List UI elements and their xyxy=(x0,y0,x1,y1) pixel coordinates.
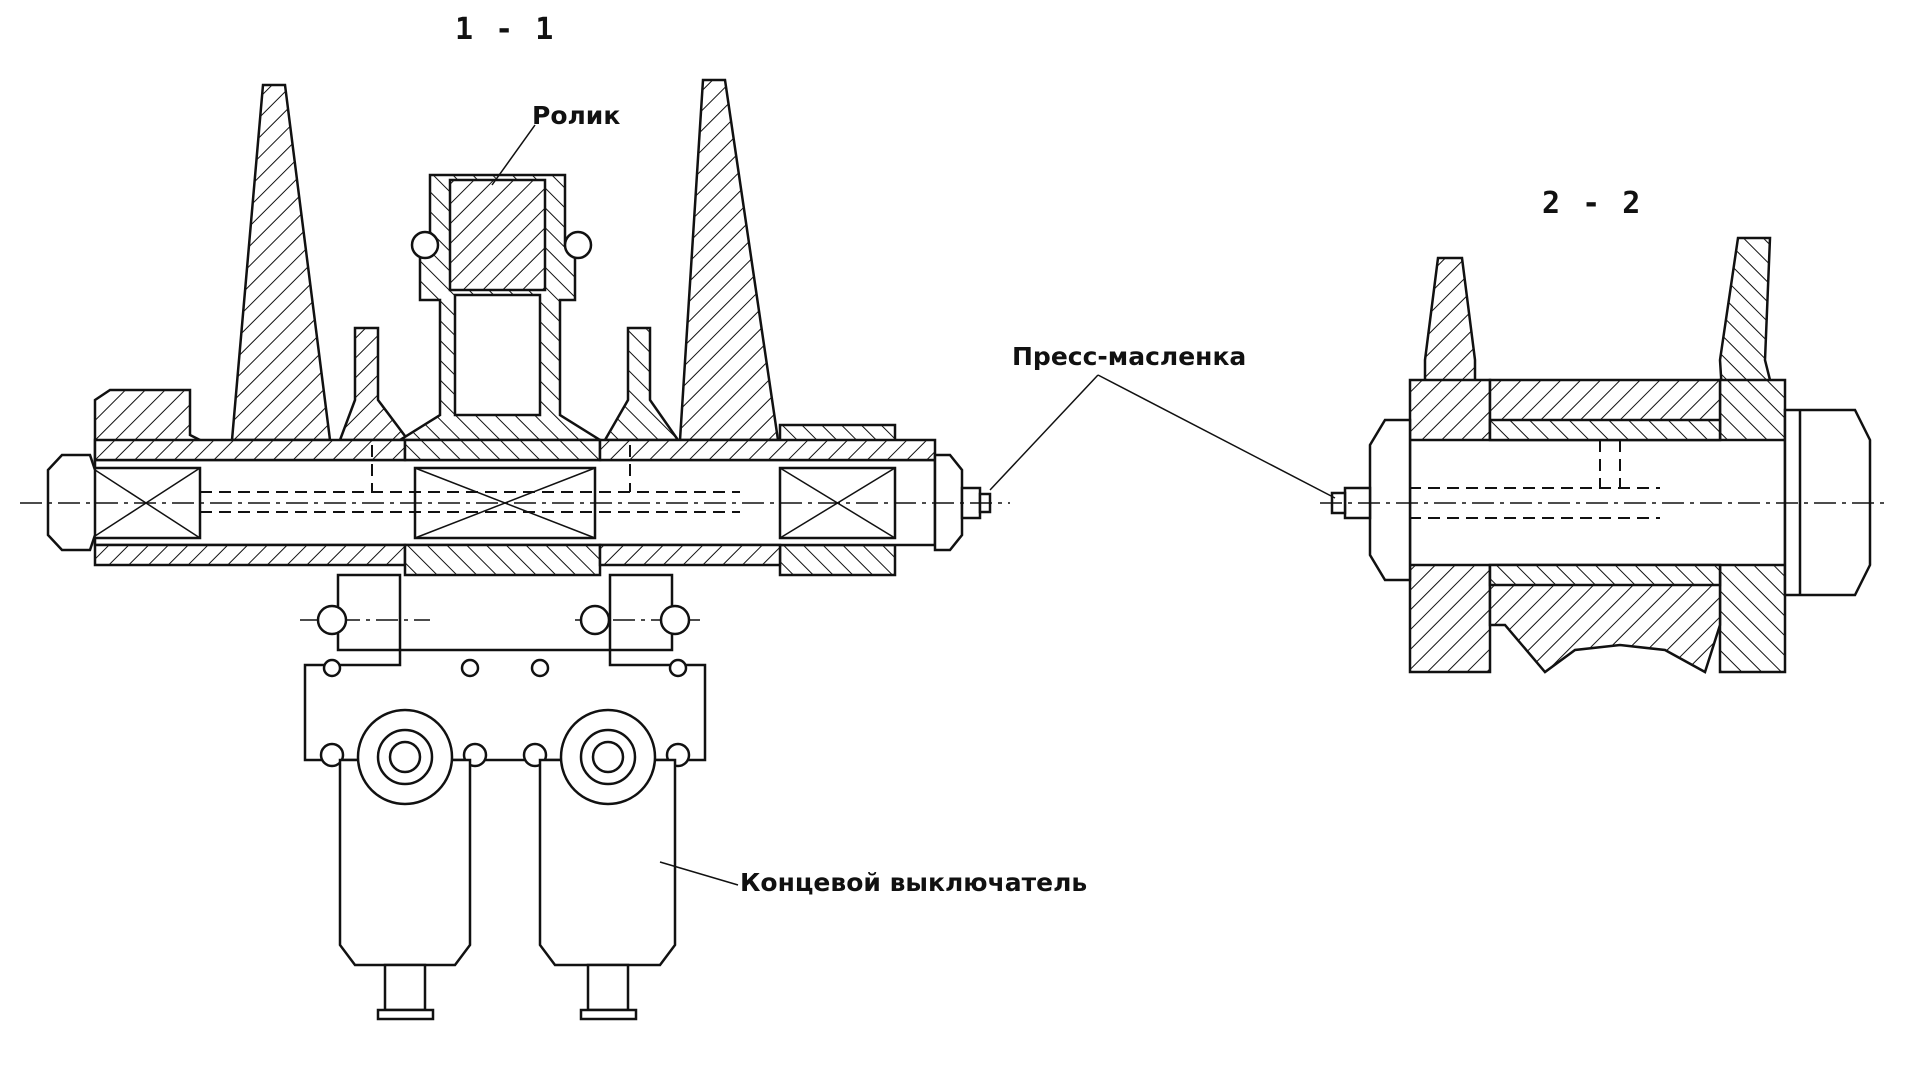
section-1-1 xyxy=(20,78,1010,1021)
lower-bracket-right-ear xyxy=(608,573,674,652)
shaft-sleeve-left-bottom xyxy=(93,543,407,567)
section-2-2 xyxy=(1320,236,1885,674)
left-small-plate xyxy=(338,326,411,442)
shaft-sleeve-right-bottom xyxy=(598,543,782,567)
bracket-bolt-right xyxy=(659,604,691,636)
shaft-sleeve-left xyxy=(93,438,407,462)
roller-bolt-right xyxy=(563,230,593,260)
limit-switch-right xyxy=(538,708,677,1021)
grease-nipple-leader-2 xyxy=(1097,374,1336,499)
bracket-bolt-left xyxy=(316,604,348,636)
roller-bolt-left xyxy=(410,230,440,260)
section-title-2-2: 2 - 2 xyxy=(1542,186,1643,221)
grease-nipple-leader-1 xyxy=(989,374,1099,491)
shaft-sleeve-right xyxy=(598,438,937,462)
leader-lines xyxy=(491,124,1336,886)
left-nut-2-2 xyxy=(1368,418,1412,582)
roller-label: Ролик xyxy=(532,101,621,130)
limit-switch-leader xyxy=(659,861,739,886)
roller xyxy=(448,178,547,292)
right-bushing-bottom xyxy=(778,543,897,577)
section-title-1-1: 1 - 1 xyxy=(455,12,556,47)
limit-switch-label: Концевой выключатель xyxy=(740,868,1088,897)
left-tapered-plate xyxy=(230,83,332,442)
roller-leader xyxy=(491,124,536,186)
shaft-sleeve-mid xyxy=(403,438,602,462)
roller-window xyxy=(453,293,542,417)
right-small-plate xyxy=(602,326,681,442)
limit-switch-left xyxy=(338,708,472,1021)
lower-bracket-left-ear xyxy=(336,573,402,652)
right-tapered-plate xyxy=(678,78,780,442)
grease-nipple-label: Пресс-масленка xyxy=(1012,342,1247,371)
shaft-sleeve-mid-bottom xyxy=(403,543,602,577)
